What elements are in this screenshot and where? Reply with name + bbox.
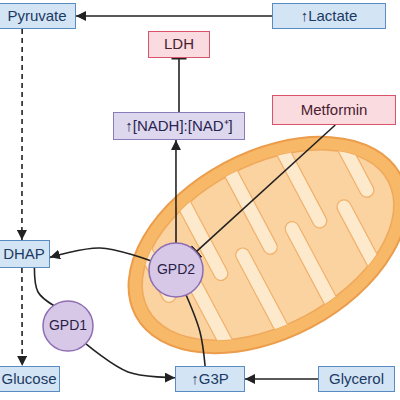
inhibition-line xyxy=(196,125,335,252)
crista xyxy=(335,197,394,292)
enzyme-shape xyxy=(43,301,93,351)
crista xyxy=(186,276,245,371)
metabolite-box: Glucose xyxy=(0,366,60,392)
ratio-box: ↑[NADH]:[NAD⁺] xyxy=(113,112,245,140)
mitochondrion xyxy=(91,91,400,400)
pathway-arrow xyxy=(34,268,53,306)
node-label: GPD1 xyxy=(49,318,87,333)
pathway-arrow xyxy=(76,15,272,17)
pathway-arrow xyxy=(50,248,151,261)
metabolite-box: Glycerol xyxy=(318,366,395,392)
inner-membrane xyxy=(110,111,400,380)
node-label: Glucose xyxy=(1,371,56,388)
regulator-box: LDH xyxy=(148,31,210,58)
node-label: ↑Lactate xyxy=(301,8,358,25)
pathway-arrow xyxy=(21,268,23,366)
node-label: ↑G3P xyxy=(191,371,229,388)
node-label: Pyruvate xyxy=(7,8,66,25)
node-label: Glycerol xyxy=(329,371,384,388)
metabolite-box: DHAP xyxy=(0,240,50,268)
regulator-box: Metformin xyxy=(272,95,396,125)
enzyme-circle: GPD2 xyxy=(148,242,204,298)
node-label: LDH xyxy=(164,36,194,53)
node-label: Metformin xyxy=(301,102,368,119)
crista xyxy=(233,246,295,345)
crista xyxy=(218,157,280,256)
metabolite-box: ↑G3P xyxy=(175,366,245,392)
pathway-arrow xyxy=(245,378,318,380)
inhibition-line xyxy=(178,58,180,112)
enzyme-shape xyxy=(149,243,203,297)
pathway-arrow xyxy=(175,140,177,243)
enzyme-circle: GPD1 xyxy=(42,300,94,352)
metabolite-box: Pyruvate xyxy=(0,3,76,29)
node-label: DHAP xyxy=(3,246,45,263)
node-label: ↑[NADH]:[NAD⁺] xyxy=(125,118,233,135)
pathway-arrow xyxy=(21,29,23,240)
crista xyxy=(283,219,345,318)
cristae xyxy=(119,105,400,384)
crista xyxy=(268,131,330,230)
metabolite-box: ↑Lactate xyxy=(272,3,386,29)
pathway-arrow xyxy=(86,344,175,378)
node-label: GPD2 xyxy=(157,262,195,277)
outer-membrane xyxy=(92,92,400,397)
pathway-arrow xyxy=(186,295,205,366)
